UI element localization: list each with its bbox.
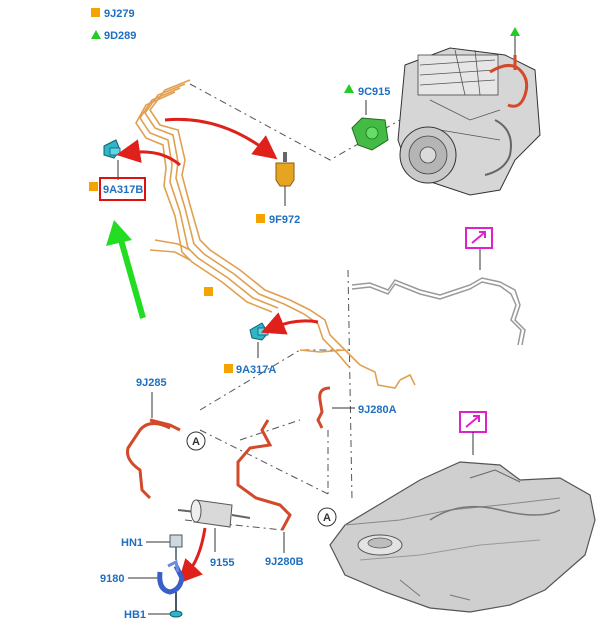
svg-text:9180: 9180 bbox=[100, 573, 124, 585]
svg-text:A: A bbox=[192, 436, 200, 448]
highlight-box bbox=[99, 177, 146, 201]
green-arrow-icon bbox=[106, 220, 146, 319]
part-9a317a: 9A317A bbox=[224, 322, 276, 376]
connector-a-left: A bbox=[186, 431, 206, 451]
svg-text:A: A bbox=[323, 512, 331, 524]
part-9j280b: 9J280B bbox=[236, 419, 304, 568]
part-hn1: HN1 bbox=[121, 534, 183, 560]
red-arrow-down bbox=[177, 527, 207, 584]
svg-text:9A317B: 9A317B bbox=[103, 184, 143, 196]
upper-fuel-lines bbox=[135, 79, 416, 389]
part-9j280a: 9J280A bbox=[316, 386, 397, 429]
red-arrows bbox=[116, 117, 319, 584]
red-arrow-to-9f972 bbox=[164, 117, 278, 160]
part-9c915-marker-icon bbox=[344, 84, 354, 93]
part-9180: 9180 bbox=[100, 559, 185, 595]
part-9c915: 9C915 bbox=[344, 84, 390, 151]
svg-text:9J285: 9J285 bbox=[136, 377, 167, 389]
part-9a317a-marker-icon bbox=[224, 364, 233, 373]
part-9f972: 9F972 bbox=[256, 152, 300, 226]
legend-label-triangle: 9D289 bbox=[104, 30, 136, 42]
red-arrow-to-9a317a bbox=[260, 312, 319, 335]
part-9j285: 9J285 bbox=[126, 377, 181, 500]
part-9a317b: 9A317B bbox=[89, 139, 146, 201]
part-9155: 9155 bbox=[177, 499, 251, 569]
part-hb1: HB1 bbox=[124, 592, 183, 621]
legend: 9J279 9D289 bbox=[91, 8, 136, 42]
part-9f972-marker-icon bbox=[256, 214, 265, 223]
svg-text:9J280A: 9J280A bbox=[358, 404, 397, 416]
svg-text:9C915: 9C915 bbox=[358, 86, 390, 98]
part-9a317b-marker-icon bbox=[89, 182, 98, 191]
dashed-leaders bbox=[184, 83, 401, 531]
legend-square-icon bbox=[91, 8, 100, 17]
svg-text:9J280B: 9J280B bbox=[265, 556, 304, 568]
svg-text:HB1: HB1 bbox=[124, 609, 146, 621]
fuel-tank-icon bbox=[329, 461, 596, 613]
legend-label-square: 9J279 bbox=[104, 8, 135, 20]
svg-text:HN1: HN1 bbox=[121, 537, 143, 549]
return-line bbox=[351, 277, 526, 346]
legend-square-marker-icon bbox=[204, 287, 213, 296]
view-marker-upper-icon bbox=[465, 227, 493, 249]
engine-icon bbox=[397, 27, 541, 196]
svg-text:9F972: 9F972 bbox=[269, 214, 300, 226]
view-marker-lower-icon bbox=[459, 411, 487, 433]
red-arrow-to-9a317b bbox=[116, 139, 181, 167]
connector-a-tank: A bbox=[317, 507, 337, 527]
svg-text:9155: 9155 bbox=[210, 557, 234, 569]
legend-triangle-icon bbox=[91, 30, 101, 39]
svg-text:9A317A: 9A317A bbox=[236, 364, 276, 376]
